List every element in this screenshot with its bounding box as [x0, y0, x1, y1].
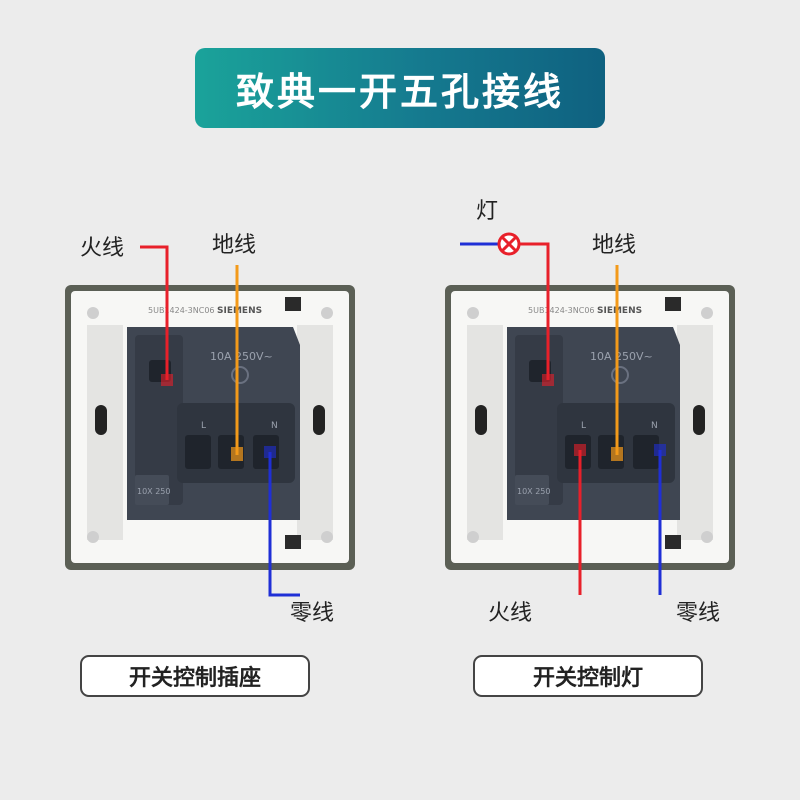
- left-socket: [64, 284, 356, 571]
- right-neutral-terminal: [654, 444, 666, 456]
- left-live-terminal: [161, 374, 173, 386]
- right-socket: [444, 284, 736, 571]
- left-switch-rating: 10X 250: [137, 487, 170, 496]
- right-model-text: 5UB1424-3NC06: [528, 306, 595, 315]
- lamp-icon: [497, 232, 521, 256]
- right-earth-terminal: [611, 447, 623, 461]
- title-banner: 致典一开五孔接线: [195, 48, 605, 128]
- right-earth-label: 地线: [592, 233, 636, 258]
- right-live-terminal: [574, 444, 586, 456]
- right-live-label: 火线: [488, 601, 532, 626]
- right-rating-text: 10A 250V~: [590, 350, 653, 363]
- right-neutral-label: 零线: [676, 601, 720, 626]
- right-switched-live-wire: [520, 242, 550, 380]
- left-neutral-label: 零线: [290, 601, 334, 626]
- right-switch-terminal: [542, 374, 554, 386]
- left-model-text: 5UB1424-3NC06: [148, 306, 215, 315]
- left-live-wire: [140, 245, 169, 380]
- left-earth-terminal: [231, 447, 243, 461]
- left-terminal-n: N: [271, 421, 278, 431]
- left-neutral-terminal: [264, 446, 276, 458]
- left-earth-label: 地线: [212, 233, 256, 258]
- left-caption: 开关控制插座: [80, 655, 310, 697]
- right-terminal-l: L: [581, 421, 586, 431]
- left-live-label: 火线: [80, 236, 124, 261]
- left-neutral-wire: [268, 452, 300, 597]
- right-terminal-n: N: [651, 421, 658, 431]
- right-lamp-label: 灯: [476, 199, 498, 224]
- left-brand-text: SIEMENS: [217, 306, 262, 316]
- left-rating-text: 10A 250V~: [210, 350, 273, 363]
- right-switch-rating: 10X 250: [517, 487, 550, 496]
- right-caption: 开关控制灯: [473, 655, 703, 697]
- left-terminal-l: L: [201, 421, 206, 431]
- right-brand-text: SIEMENS: [597, 306, 642, 316]
